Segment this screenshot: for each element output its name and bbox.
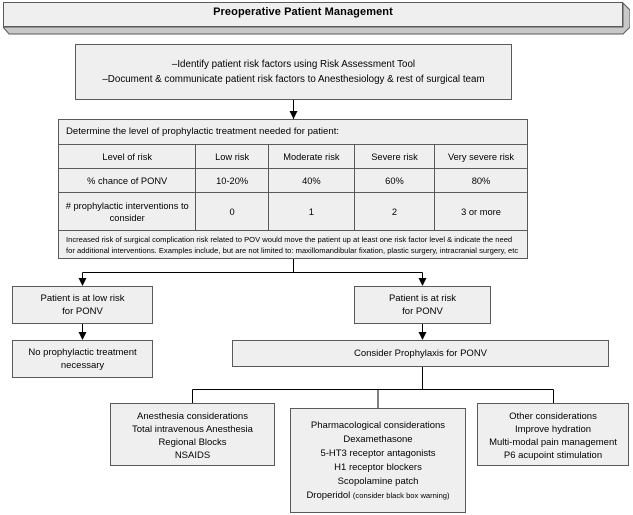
node-item-label: Droperidol <box>306 489 351 501</box>
risk-table-panel: Determine the level of prophylactic trea… <box>58 119 528 259</box>
node-patient-low-risk: Patient is at low risk for PONV <box>12 286 153 324</box>
table-row: Level of risk Low risk Moderate risk Sev… <box>59 144 527 169</box>
node-consider-prophylaxis: Consider Prophylaxis for PONV <box>232 340 609 367</box>
risk-table-note: Increased risk of surgical complication … <box>66 235 519 255</box>
node-anesthesia-considerations: Anesthesia considerations Total intraven… <box>110 403 275 466</box>
node-heading: Other considerations <box>509 411 597 422</box>
table-row-label: % chance of PONV <box>59 168 197 193</box>
node-item: Regional Blocks <box>158 437 227 448</box>
node-item: H1 receptor blockers <box>334 461 422 473</box>
table-header-cell: Very severe risk <box>434 144 527 169</box>
table-header-cell: Low risk <box>195 144 269 169</box>
arrow-down-icon <box>78 278 87 286</box>
node-other-considerations: Other considerations Improve hydration M… <box>477 403 629 466</box>
node-no-prophylactic-treatment: No prophylactic treatment necessary <box>12 340 153 378</box>
arrow-down-icon <box>289 111 298 119</box>
instructions-box: –Identify patient risk factors using Ris… <box>75 44 512 100</box>
risk-table: Level of risk Low risk Moderate risk Sev… <box>59 144 527 231</box>
table-header-cell: Moderate risk <box>268 144 355 169</box>
table-row: # prophylactic interventions to consider… <box>59 192 527 231</box>
risk-table-title: Determine the level of prophylactic trea… <box>66 126 340 137</box>
node-item: 5-HT3 receptor antagonists <box>320 447 436 459</box>
node-item-droperidol: Droperidol (consider black box warning) <box>295 489 461 503</box>
node-item: P6 acupoint stimulation <box>503 450 603 461</box>
instruction-line-2: –Document & communicate patient risk fac… <box>102 74 485 85</box>
node-item: Improve hydration <box>514 424 592 435</box>
node-line-2: necessary <box>60 360 105 371</box>
table-header-cell: Level of risk <box>59 144 197 169</box>
table-row: % chance of PONV 10-20% 40% 60% 80% <box>59 168 527 193</box>
node-item: Dexamethasone <box>343 433 413 445</box>
node-line-1: No prophylactic treatment <box>28 347 137 358</box>
table-cell: 1 <box>268 192 355 231</box>
table-cell: 10-20% <box>195 168 269 193</box>
banner-shape-icon <box>3 2 630 35</box>
table-cell: 0 <box>195 192 269 231</box>
table-header-cell: Severe risk <box>354 144 436 169</box>
table-cell: 80% <box>434 168 527 193</box>
node-pharmacological-considerations: Pharmacological considerations Dexametha… <box>290 408 466 513</box>
table-cell: 3 or more <box>434 192 527 231</box>
arrow-down-icon <box>418 278 427 286</box>
table-cell: 40% <box>268 168 355 193</box>
node-line-2: for PONV <box>402 306 443 317</box>
node-heading: Pharmacological considerations <box>310 419 446 431</box>
node-line-2: for PONV <box>62 306 103 317</box>
node-heading: Anesthesia considerations <box>137 411 248 422</box>
table-cell: 60% <box>354 168 436 193</box>
node-label: Consider Prophylaxis for PONV <box>353 348 488 359</box>
arrow-down-icon <box>418 332 427 340</box>
node-line-1: Patient is at risk <box>388 293 457 304</box>
instruction-line-1: –Identify patient risk factors using Ris… <box>171 59 416 70</box>
node-item: Scopolamine patch <box>337 475 419 487</box>
node-item-note: (consider black box warning) <box>352 490 450 500</box>
node-item: Multi-modal pain management <box>489 437 617 448</box>
node-patient-at-risk: Patient is at risk for PONV <box>354 286 491 324</box>
banner-plaque: Preoperative Patient Management <box>3 2 630 35</box>
arrow-down-icon <box>78 332 87 340</box>
table-row-label: # prophylactic interventions to consider <box>59 192 197 231</box>
node-item: Total intravenous Anesthesia <box>132 424 253 435</box>
node-item: NSAIDS <box>174 450 211 461</box>
node-line-1: Patient is at low risk <box>40 293 125 304</box>
table-cell: 2 <box>354 192 436 231</box>
page-title: Preoperative Patient Management <box>213 6 393 18</box>
